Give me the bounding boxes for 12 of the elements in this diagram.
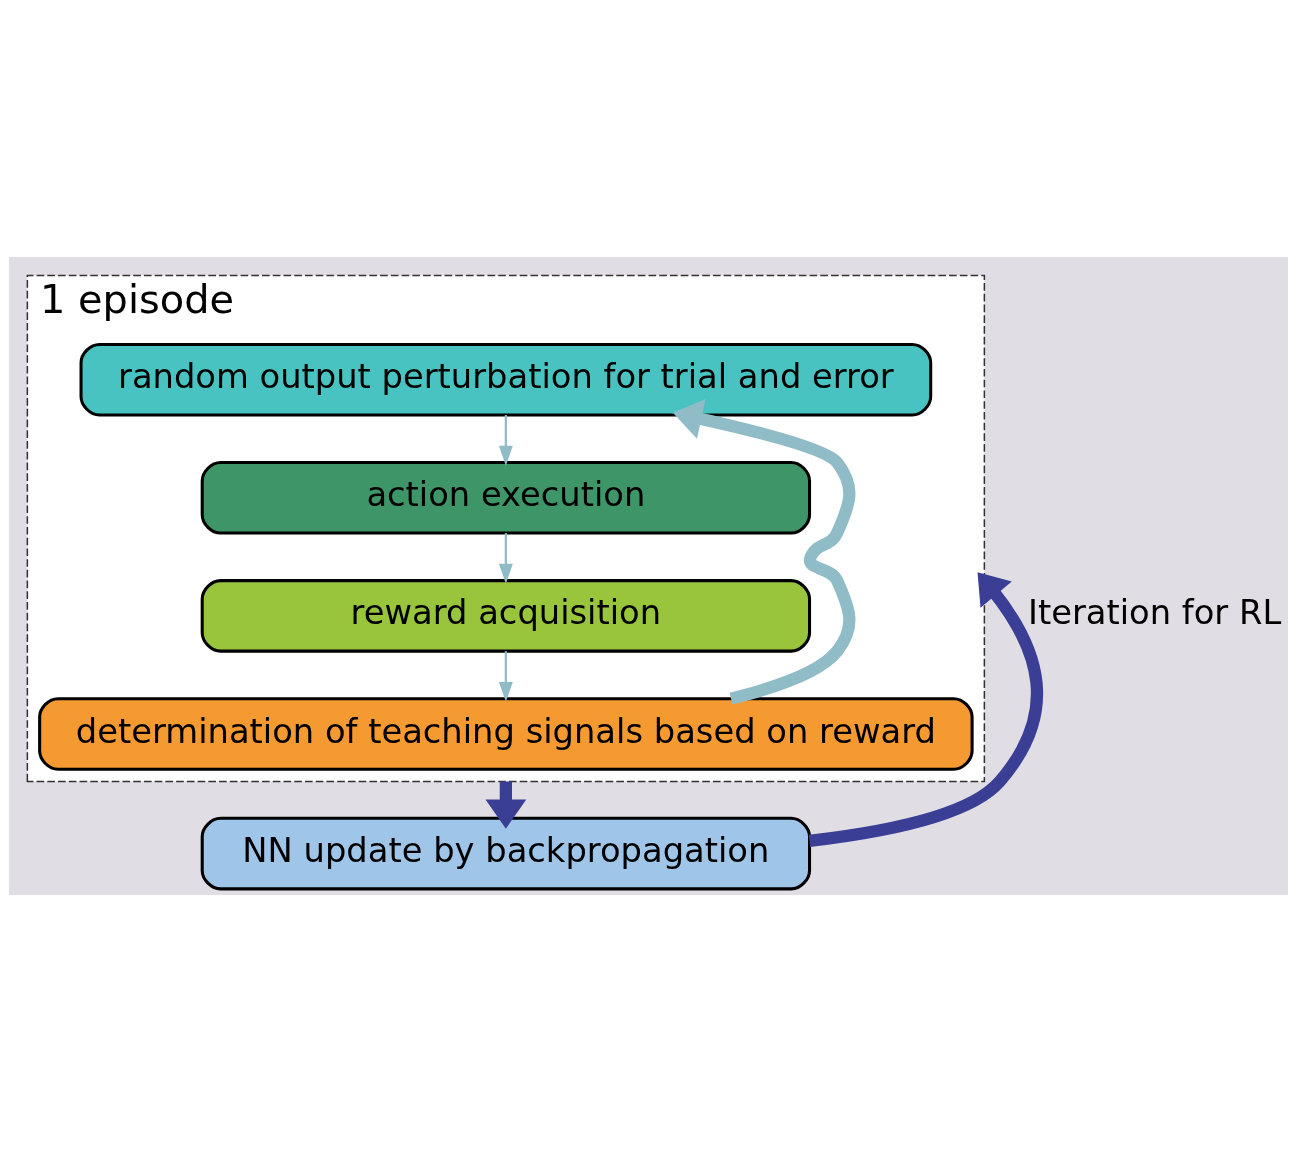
arrow [485, 781, 527, 829]
node-box: action execution [200, 460, 812, 535]
arrow [672, 399, 856, 705]
arrow [498, 415, 513, 466]
node-box: determination of teaching signals based on reward [38, 697, 974, 771]
arrow [498, 533, 513, 584]
arrow [808, 572, 1043, 847]
node-box: reward acquisition [200, 579, 812, 653]
node-box: NN update by backpropagation [200, 816, 812, 891]
edge-label: Iteration for RL [1028, 593, 1282, 633]
node-box: random output perturbation for trial and error [79, 342, 933, 417]
arrow [498, 651, 513, 702]
